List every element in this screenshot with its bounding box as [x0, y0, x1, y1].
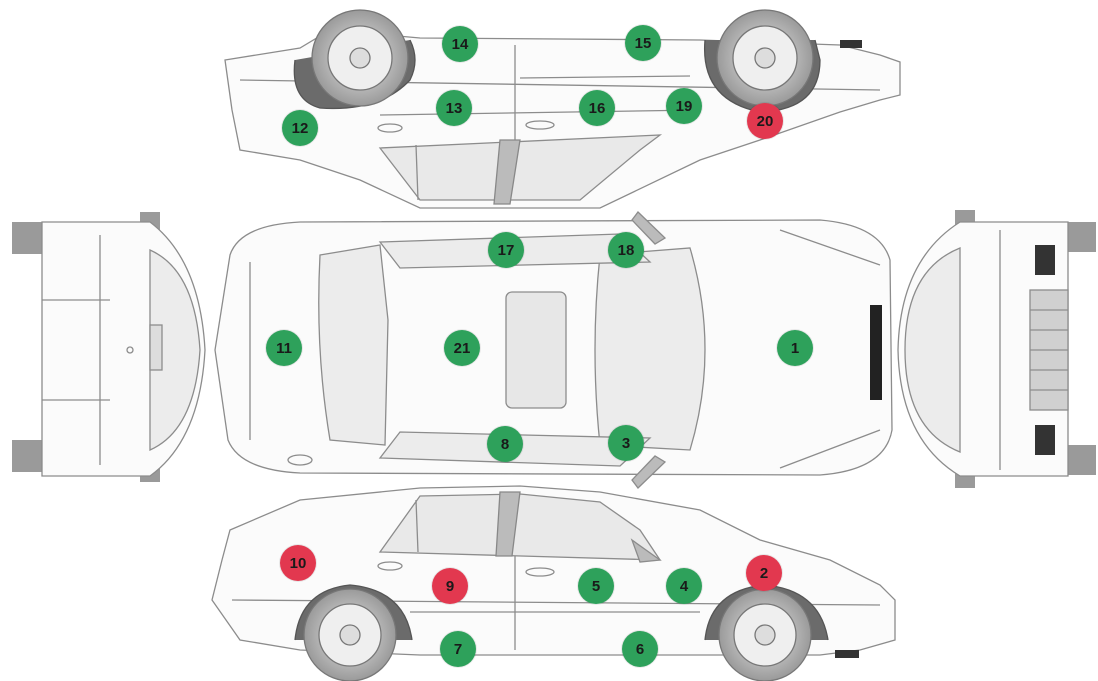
side-view-lower: [212, 486, 895, 681]
damage-marker-7[interactable]: 7: [440, 631, 476, 667]
damage-marker-13[interactable]: 13: [436, 90, 472, 126]
damage-marker-10[interactable]: 10: [280, 545, 316, 581]
damage-marker-21[interactable]: 21: [444, 330, 480, 366]
damage-marker-12[interactable]: 12: [282, 110, 318, 146]
rear-view: [12, 212, 205, 482]
damage-marker-14[interactable]: 14: [442, 26, 478, 62]
damage-marker-18[interactable]: 18: [608, 232, 644, 268]
damage-marker-5[interactable]: 5: [578, 568, 614, 604]
damage-marker-8[interactable]: 8: [487, 426, 523, 462]
damage-marker-16[interactable]: 16: [579, 90, 615, 126]
damage-marker-1[interactable]: 1: [777, 330, 813, 366]
damage-marker-11[interactable]: 11: [266, 330, 302, 366]
damage-marker-4[interactable]: 4: [666, 568, 702, 604]
damage-marker-20[interactable]: 20: [747, 103, 783, 139]
damage-marker-15[interactable]: 15: [625, 25, 661, 61]
damage-marker-3[interactable]: 3: [608, 425, 644, 461]
damage-marker-17[interactable]: 17: [488, 232, 524, 268]
side-view-upper: [225, 10, 900, 208]
damage-marker-9[interactable]: 9: [432, 568, 468, 604]
damage-marker-2[interactable]: 2: [746, 555, 782, 591]
damage-marker-19[interactable]: 19: [666, 88, 702, 124]
damage-marker-6[interactable]: 6: [622, 631, 658, 667]
front-view: [898, 210, 1096, 488]
